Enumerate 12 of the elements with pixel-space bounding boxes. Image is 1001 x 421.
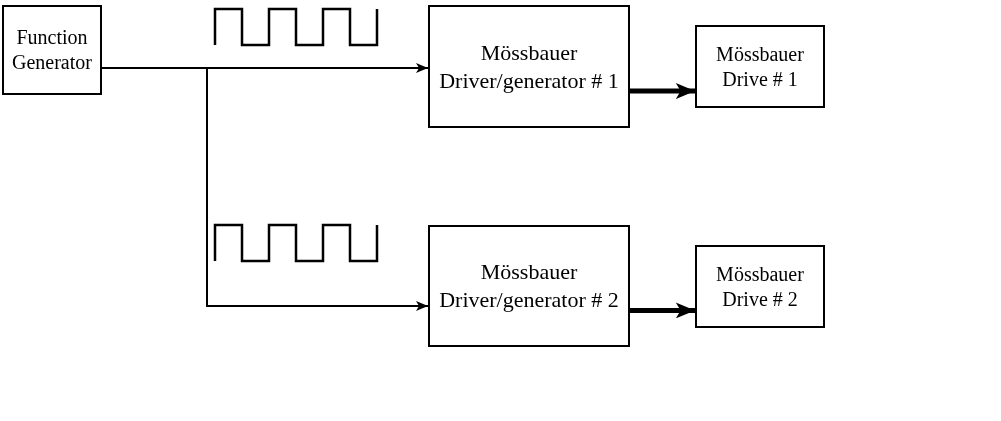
- block-label: Mössbauer Driver/generator # 1: [438, 38, 620, 95]
- block-box: [2, 5, 102, 95]
- block-box: [428, 5, 630, 128]
- block-box: [695, 245, 825, 328]
- block-label: Mössbauer Driver/generator # 2: [438, 258, 620, 314]
- block-label: Mössbauer Drive # 1: [715, 41, 805, 92]
- block-label: Mössbauer Drive # 2: [715, 261, 805, 312]
- block-box: [695, 25, 825, 108]
- block-label: Function Generator: [11, 25, 93, 75]
- arrow: [630, 302, 695, 319]
- arrow: [630, 83, 695, 100]
- block-box: [428, 225, 630, 347]
